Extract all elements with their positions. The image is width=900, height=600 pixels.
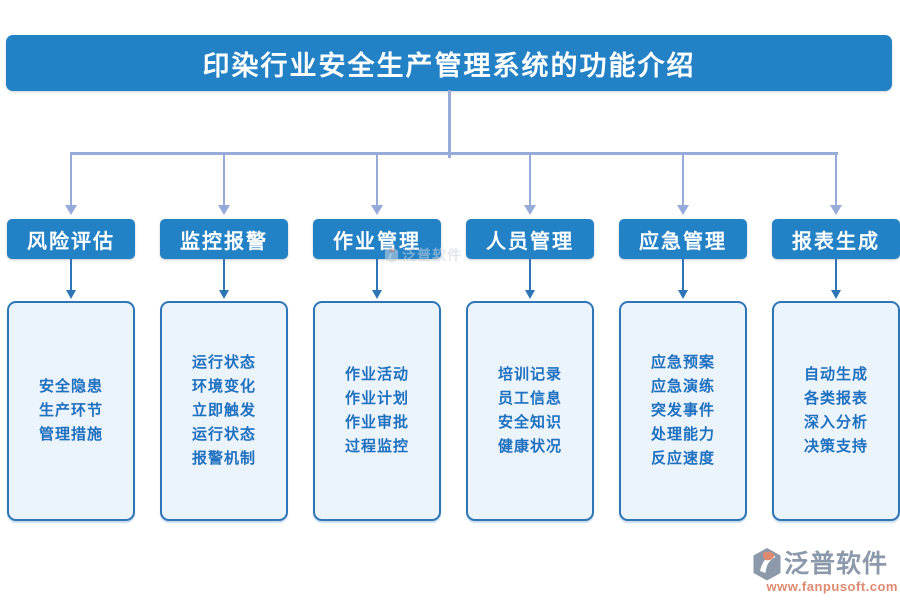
brand-watermark: 泛普软件 www.fanpusoft.com [752,548,898,594]
branch-header: 作业管理 [313,219,441,259]
branch-detail-box: 应急预案 应急演练 突发事件 处理能力 反应速度 [619,301,747,521]
connector-line [682,259,684,291]
branch-detail-box: 自动生成 各类报表 深入分析 决策支持 [772,301,900,521]
trunk-vertical-line [448,90,451,158]
detail-item: 作业计划 [344,390,409,407]
detail-item: 安全知识 [497,414,562,431]
arrow-down-icon [524,205,536,215]
arrow-down-icon [66,290,76,299]
detail-item: 管理措施 [38,426,103,443]
detail-item: 健康状况 [497,438,562,455]
detail-item: 应急预案 [650,354,715,371]
detail-item: 运行状态 [191,426,256,443]
connector-line [223,259,225,291]
arrow-down-icon [678,290,688,299]
brand-url: www.fanpusoft.com [766,579,898,594]
detail-item: 员工信息 [497,390,562,407]
connector-line [70,259,72,291]
fanpu-logo-icon [384,247,399,263]
arrow-down-icon [218,205,230,215]
connector-line [682,153,684,206]
diagram-title: 印染行业安全生产管理系统的功能介绍 [6,35,892,91]
connector-line [223,153,225,206]
arrow-down-icon [372,290,382,299]
branch-header: 风险评估 [7,219,135,259]
arrow-down-icon [677,205,689,215]
detail-item: 各类报表 [803,390,868,407]
detail-item: 应急演练 [650,378,715,395]
detail-item: 运行状态 [191,354,256,371]
detail-item: 处理能力 [650,426,715,443]
detail-item: 生产环节 [38,402,103,419]
arrow-down-icon [525,290,535,299]
detail-item: 决策支持 [803,438,868,455]
fanpu-logo-icon [753,548,781,581]
detail-item: 作业审批 [344,414,409,431]
arrow-down-icon [219,290,229,299]
branch-detail-box: 作业活动 作业计划 作业审批 过程监控 [313,301,441,521]
center-watermark: 泛普软件 [384,245,462,265]
branch-detail-box: 运行状态 环境变化 立即触发 运行状态 报警机制 [160,301,288,521]
detail-item: 环境变化 [191,378,256,395]
connector-line [529,153,531,206]
detail-item: 突发事件 [650,402,715,419]
brand-name: 泛普软件 [784,550,889,578]
detail-item: 过程监控 [344,438,409,455]
detail-item: 自动生成 [803,366,868,383]
branch-header: 应急管理 [619,219,747,259]
branch-detail-box: 培训记录 员工信息 安全知识 健康状况 [466,301,594,521]
detail-item: 反应速度 [650,450,715,467]
center-watermark-text: 泛普软件 [402,247,462,263]
branch-header: 报表生成 [772,219,900,259]
arrow-down-icon [371,205,383,215]
branch-header: 人员管理 [466,219,594,259]
detail-item: 报警机制 [191,450,256,467]
arrow-down-icon [65,205,77,215]
branch-detail-box: 安全隐患 生产环节 管理措施 [7,301,135,521]
connector-line [70,153,72,206]
connector-line [835,259,837,291]
detail-item: 深入分析 [803,414,868,431]
detail-item: 作业活动 [344,366,409,383]
connector-line [529,259,531,291]
connector-line [835,153,837,206]
detail-item: 培训记录 [497,366,562,383]
branch-header: 监控报警 [160,219,288,259]
connector-line [376,259,378,291]
arrow-down-icon [830,205,842,215]
connector-line [376,153,378,206]
detail-item: 立即触发 [191,402,256,419]
detail-item: 安全隐患 [38,378,103,395]
trunk-horizontal-line [70,152,838,155]
arrow-down-icon [831,290,841,299]
